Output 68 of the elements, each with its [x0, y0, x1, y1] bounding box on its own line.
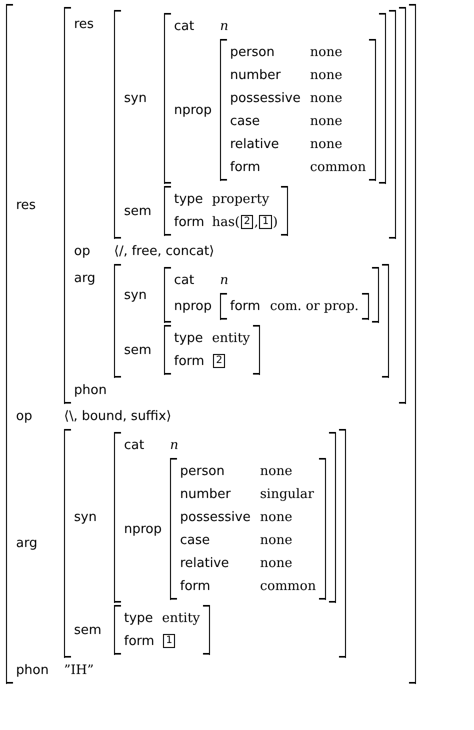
feature-name: possessive [230, 90, 302, 108]
feature-value: none [260, 532, 292, 550]
feature-value: ) [272, 214, 278, 232]
feature-name: relative [180, 555, 230, 573]
feature-value: ⟨\, bound, suffix⟩ [64, 408, 172, 426]
feature-value: n [220, 272, 228, 290]
feature-name: form [124, 633, 156, 651]
feature-name: arg [74, 270, 96, 288]
feature-name: syn [124, 286, 148, 304]
feature-name: form [174, 214, 206, 232]
feature-name: form [230, 159, 262, 177]
coindex-tag: 1 [259, 215, 272, 229]
feature-value: n [170, 437, 178, 455]
feature-name: case [180, 532, 211, 550]
feature-name: cat [174, 272, 196, 290]
feature-value: none [310, 113, 342, 131]
feature-name: phon [74, 382, 108, 400]
feature-name: type [174, 330, 204, 348]
feature-name: syn [124, 90, 148, 108]
feature-name: sem [74, 622, 102, 640]
feature-name: type [124, 610, 154, 628]
feature-name: number [180, 486, 232, 504]
feature-value: ⟨/, free, concat⟩ [114, 243, 214, 261]
feature-name: form [174, 353, 206, 371]
feature-value: common [310, 159, 366, 177]
feature-value: none [310, 136, 342, 154]
feature-name: sem [124, 342, 152, 360]
feature-name: form [230, 298, 262, 316]
feature-name: cat [174, 18, 196, 36]
feature-value: none [260, 463, 292, 481]
feature-value: ”IH” [64, 662, 94, 680]
feature-name: res [74, 16, 95, 34]
feature-name: relative [230, 136, 280, 154]
feature-value: , [254, 214, 258, 232]
feature-name: nprop [174, 102, 213, 120]
feature-value: none [260, 509, 292, 527]
feature-value: none [260, 555, 292, 573]
feature-name: sem [124, 202, 152, 220]
feature-name: cat [124, 437, 146, 455]
feature-value: singular [260, 486, 314, 504]
feature-name: number [230, 67, 282, 85]
feature-value: entity [162, 610, 200, 628]
feature-value: entity [212, 330, 250, 348]
feature-value: common [260, 578, 316, 596]
feature-name: person [180, 463, 226, 481]
feature-name: person [230, 44, 276, 62]
feature-name: form [180, 578, 212, 596]
feature-value: none [310, 67, 342, 85]
feature-name: type [174, 191, 204, 209]
feature-name: arg [16, 535, 38, 553]
feature-value: none [310, 90, 342, 108]
feature-name: possessive [180, 509, 252, 527]
feature-name: nprop [174, 298, 213, 316]
feature-name: res [16, 197, 37, 215]
feature-value: n [220, 18, 228, 36]
feature-value: property [212, 191, 270, 209]
feature-name: case [230, 113, 261, 131]
feature-name: phon [16, 662, 50, 680]
coindex-tag: 1 [163, 634, 176, 648]
coindex-tag: 2 [213, 354, 226, 368]
feature-value: com. or prop. [270, 298, 359, 316]
feature-value: none [310, 44, 342, 62]
feature-name: syn [74, 509, 98, 527]
feature-value: has( [212, 214, 240, 232]
feature-name: op [74, 243, 92, 261]
coindex-tag: 2 [240, 215, 254, 229]
feature-name: op [16, 408, 34, 426]
feature-name: nprop [124, 520, 163, 538]
